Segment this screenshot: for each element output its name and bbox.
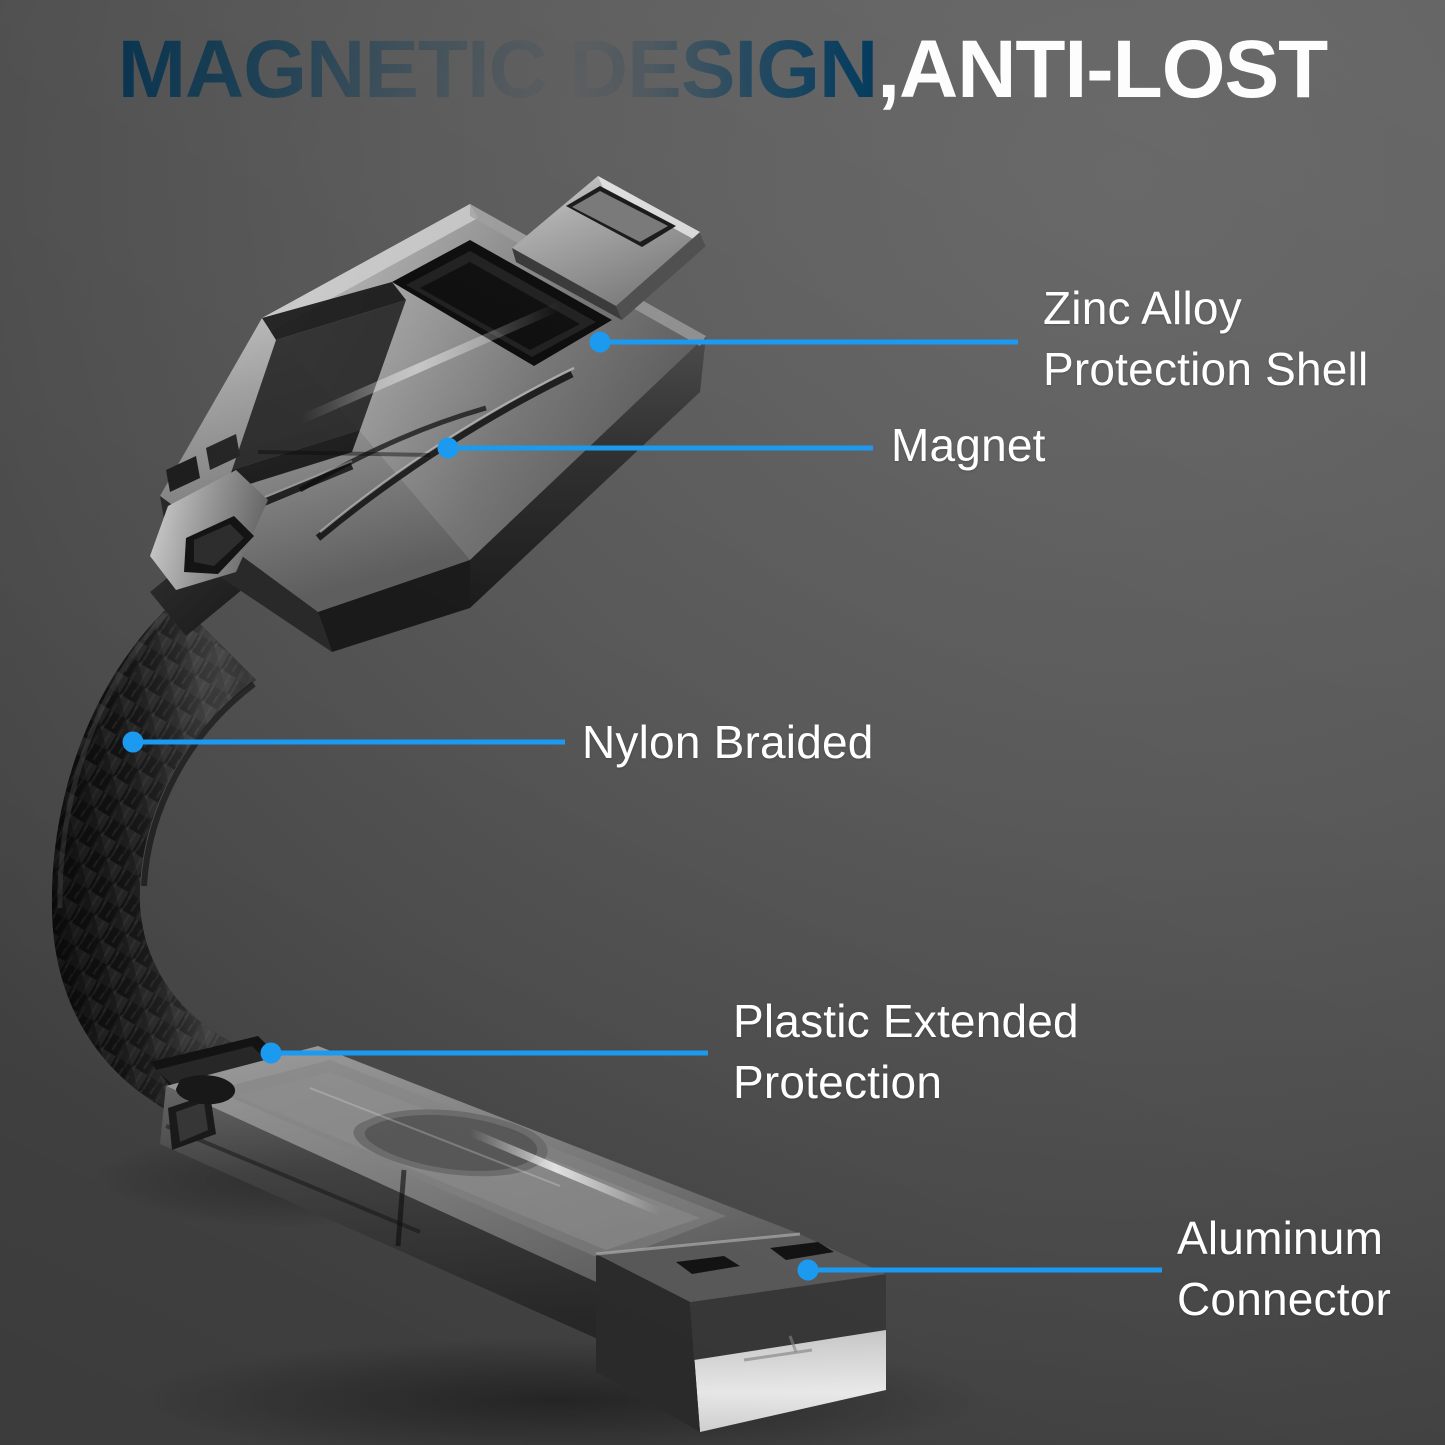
callout-label-magnet: Magnet [891,419,1046,471]
callout-line-nylon-braided [133,739,565,745]
page-title: MAGNETIC DESIGN,ANTI-LOST [0,24,1445,115]
usb-a-connector-assembly [150,1036,886,1432]
title-part-design: DESIGN [568,24,878,115]
usb-c-connector-assembly [150,176,706,652]
callout-label-nylon-braided: Nylon Braided [582,716,874,768]
callout-label-zinc-alloy-protection-shell: Zinc Alloy Protection Shell [1043,282,1369,396]
callout-label-aluminum-connector: Aluminum Connector [1177,1212,1392,1326]
callout-label-plastic-extended-protection: Plastic Extended Protection [733,995,1079,1109]
callout-line-magnet [448,445,873,451]
title-part-antilost: ,ANTI-LOST [877,24,1328,115]
callout-line-zinc-alloy-protection-shell [600,339,1018,345]
callout-line-plastic-extended-protection [271,1050,708,1056]
callout-line-aluminum-connector [808,1267,1162,1273]
title-part-magnetic: MAGNETIC [117,24,569,115]
